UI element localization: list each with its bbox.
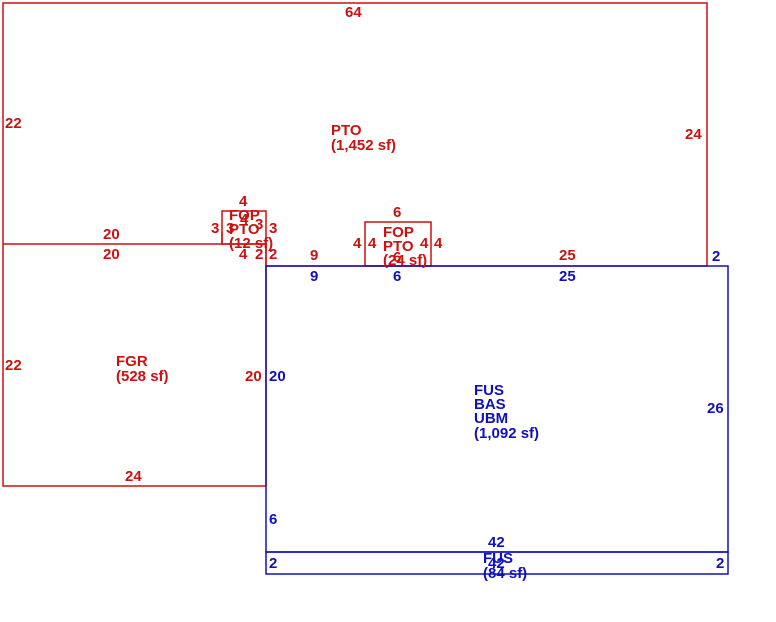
dim-fus-right: 2 [716, 555, 724, 572]
fus-bottom-area-label: FUS (84 sf) [483, 550, 527, 582]
fop-small-area-label: FOP PTO (12 sf) [229, 207, 273, 252]
pto-area-label: PTO (1,452 sf) [331, 122, 396, 154]
dim-main-bottom: 42 [488, 534, 505, 551]
dim-fop-small-right: 3 [269, 220, 277, 237]
dim-main-top-seg1: 9 [310, 268, 318, 285]
dim-fop-mid-top: 6 [393, 204, 401, 221]
dim-fop-small-right-inner: 3 [255, 216, 263, 233]
fop-small-outline [221, 210, 267, 245]
dim-pto-bottom-right: 2 [712, 248, 720, 265]
dim-fop-small-inner-top: 4 [240, 211, 249, 228]
dim-main-top-seg2: 25 [559, 268, 576, 285]
dim-fus-inner: 42 [488, 555, 505, 572]
dim-fop-mid-right-inner: 4 [420, 235, 429, 252]
dim-fop-small-left: 3 [211, 220, 219, 237]
dim-fus-left: 2 [269, 555, 277, 572]
dim-step-right-2: 2 [269, 246, 277, 263]
dim-pto-top: 64 [345, 4, 362, 21]
dim-fop-small-bottom: 4 [239, 246, 248, 263]
dim-fop-mid-right: 4 [434, 235, 443, 252]
dim-main-top-seg-mid: 6 [393, 268, 401, 285]
fop-mid-area-label: FOP PTO (24 sf) [383, 224, 427, 269]
dim-pto-bottom-seg1: 9 [310, 247, 318, 264]
dim-main-right: 26 [707, 400, 724, 417]
dim-fgr-left: 22 [5, 357, 22, 374]
dim-fgr-top: 20 [103, 246, 120, 263]
dim-step-right: 2 [255, 246, 263, 263]
dim-fop-mid-bottom: 6 [393, 249, 401, 266]
dim-fop-small-left-inner: 3 [226, 220, 234, 237]
main-area-label: FUS BAS UBM (1,092 sf) [474, 382, 539, 442]
dim-main-left-low: 6 [269, 511, 277, 528]
dim-pto-bottom-seg2: 25 [559, 247, 576, 264]
dim-pto-left: 22 [5, 115, 22, 132]
dim-fop-small-top: 4 [239, 193, 248, 210]
dim-fgr-right: 20 [245, 368, 262, 385]
dim-pto-right: 24 [685, 126, 702, 143]
dim-main-left: 20 [269, 368, 286, 385]
fgr-area-label: FGR (528 sf) [116, 353, 169, 385]
dim-fgr-bottom: 24 [125, 468, 142, 485]
dim-fop-mid-left: 4 [353, 235, 362, 252]
fus-bottom-outline [265, 551, 729, 575]
dim-fop-mid-left-inner: 4 [368, 235, 377, 252]
dim-pto-mid-left-top: 20 [103, 226, 120, 243]
